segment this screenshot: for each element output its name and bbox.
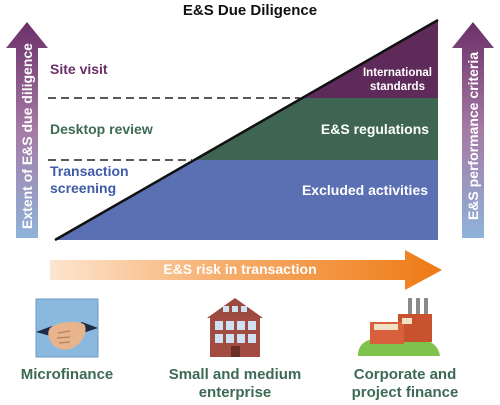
house-icon <box>207 298 263 357</box>
right-arrow-label: E&S performance criteria <box>465 51 481 221</box>
level-site-visit: Site visit <box>50 61 108 77</box>
band-label-top-line1: International <box>362 67 432 79</box>
triangle-hypotenuse <box>54 18 439 242</box>
risk-arrow <box>50 250 442 290</box>
segment-sme: Small and medium enterprise <box>160 366 310 402</box>
handshake-icon <box>35 298 99 358</box>
segment-sme-line1: Small and medium <box>168 366 302 383</box>
band-label-es-regulations: E&S regulations <box>320 121 430 137</box>
factory-icon <box>358 298 440 356</box>
segment-corporate-line2: project finance <box>351 384 459 401</box>
band-label-top-line2: standards <box>370 81 425 93</box>
segment-sme-line2: enterprise <box>198 384 272 401</box>
segment-corporate-line1: Corporate and <box>353 366 457 383</box>
level-desktop-review: Desktop review <box>50 121 153 137</box>
segment-microfinance: Microfinance <box>20 366 114 383</box>
risk-arrow-label: E&S risk in transaction <box>163 261 317 277</box>
level-transaction-screening-line2: screening <box>50 180 117 196</box>
level-transaction-screening: Transaction screening <box>50 163 129 197</box>
right-arrow <box>452 22 494 238</box>
left-arrow-label: Extent of E&S due diligence <box>19 43 35 229</box>
diagram-title: E&S Due Diligence <box>182 2 318 19</box>
band-label-excluded-activities: Excluded activities <box>301 182 429 198</box>
band-label-international-standards: International standards <box>350 66 445 94</box>
level-transaction-screening-line1: Transaction <box>50 163 129 179</box>
left-arrow <box>6 22 48 238</box>
segment-corporate: Corporate and project finance <box>335 366 475 402</box>
